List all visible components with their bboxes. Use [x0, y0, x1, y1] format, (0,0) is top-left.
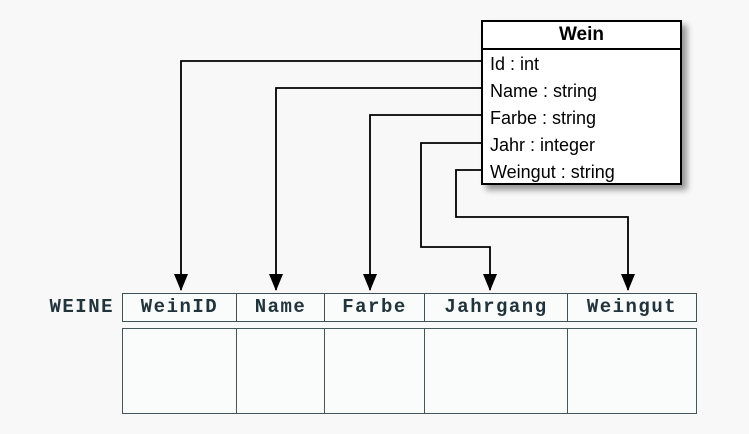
table-body-row — [122, 328, 697, 414]
uml-attribute-name: Name : string — [490, 81, 598, 101]
table-cell-name — [237, 328, 325, 414]
connector-weingut-to-weingut — [455, 169, 635, 291]
table-cell-jahrgang — [425, 328, 568, 414]
table-header-row: WeinID Name Farbe Jahrgang Weingut — [122, 293, 697, 322]
table-cell-weinid — [122, 328, 237, 414]
column-header-farbe: Farbe — [325, 293, 425, 322]
connector-name-to-name — [269, 87, 481, 291]
column-header-weinid: WeinID — [122, 293, 237, 322]
table-cell-weingut — [568, 328, 697, 414]
uml-class-attribute-list: Id : int Name : string Farbe : string Ja… — [483, 50, 680, 186]
connector-farbe-to-farbe — [363, 114, 481, 291]
uml-attribute-jahr: Jahr : integer — [490, 135, 596, 155]
table-name-label: WEINE — [49, 296, 114, 318]
column-header-name: Name — [237, 293, 325, 322]
uml-attribute-id: Id : int — [490, 54, 540, 74]
column-header-jahrgang: Jahrgang — [425, 293, 568, 322]
uml-class-wein: Wein Id : int Name : string Farbe : stri… — [481, 20, 682, 185]
table-cell-farbe — [325, 328, 425, 414]
uml-class-title: Wein — [483, 22, 680, 50]
column-header-weingut: Weingut — [568, 293, 697, 322]
connector-id-to-weinid — [174, 60, 481, 291]
connector-jahr-to-jahrgang — [420, 142, 497, 291]
uml-attribute-farbe: Farbe : string — [490, 108, 597, 128]
uml-attribute-weingut: Weingut : string — [490, 162, 615, 182]
